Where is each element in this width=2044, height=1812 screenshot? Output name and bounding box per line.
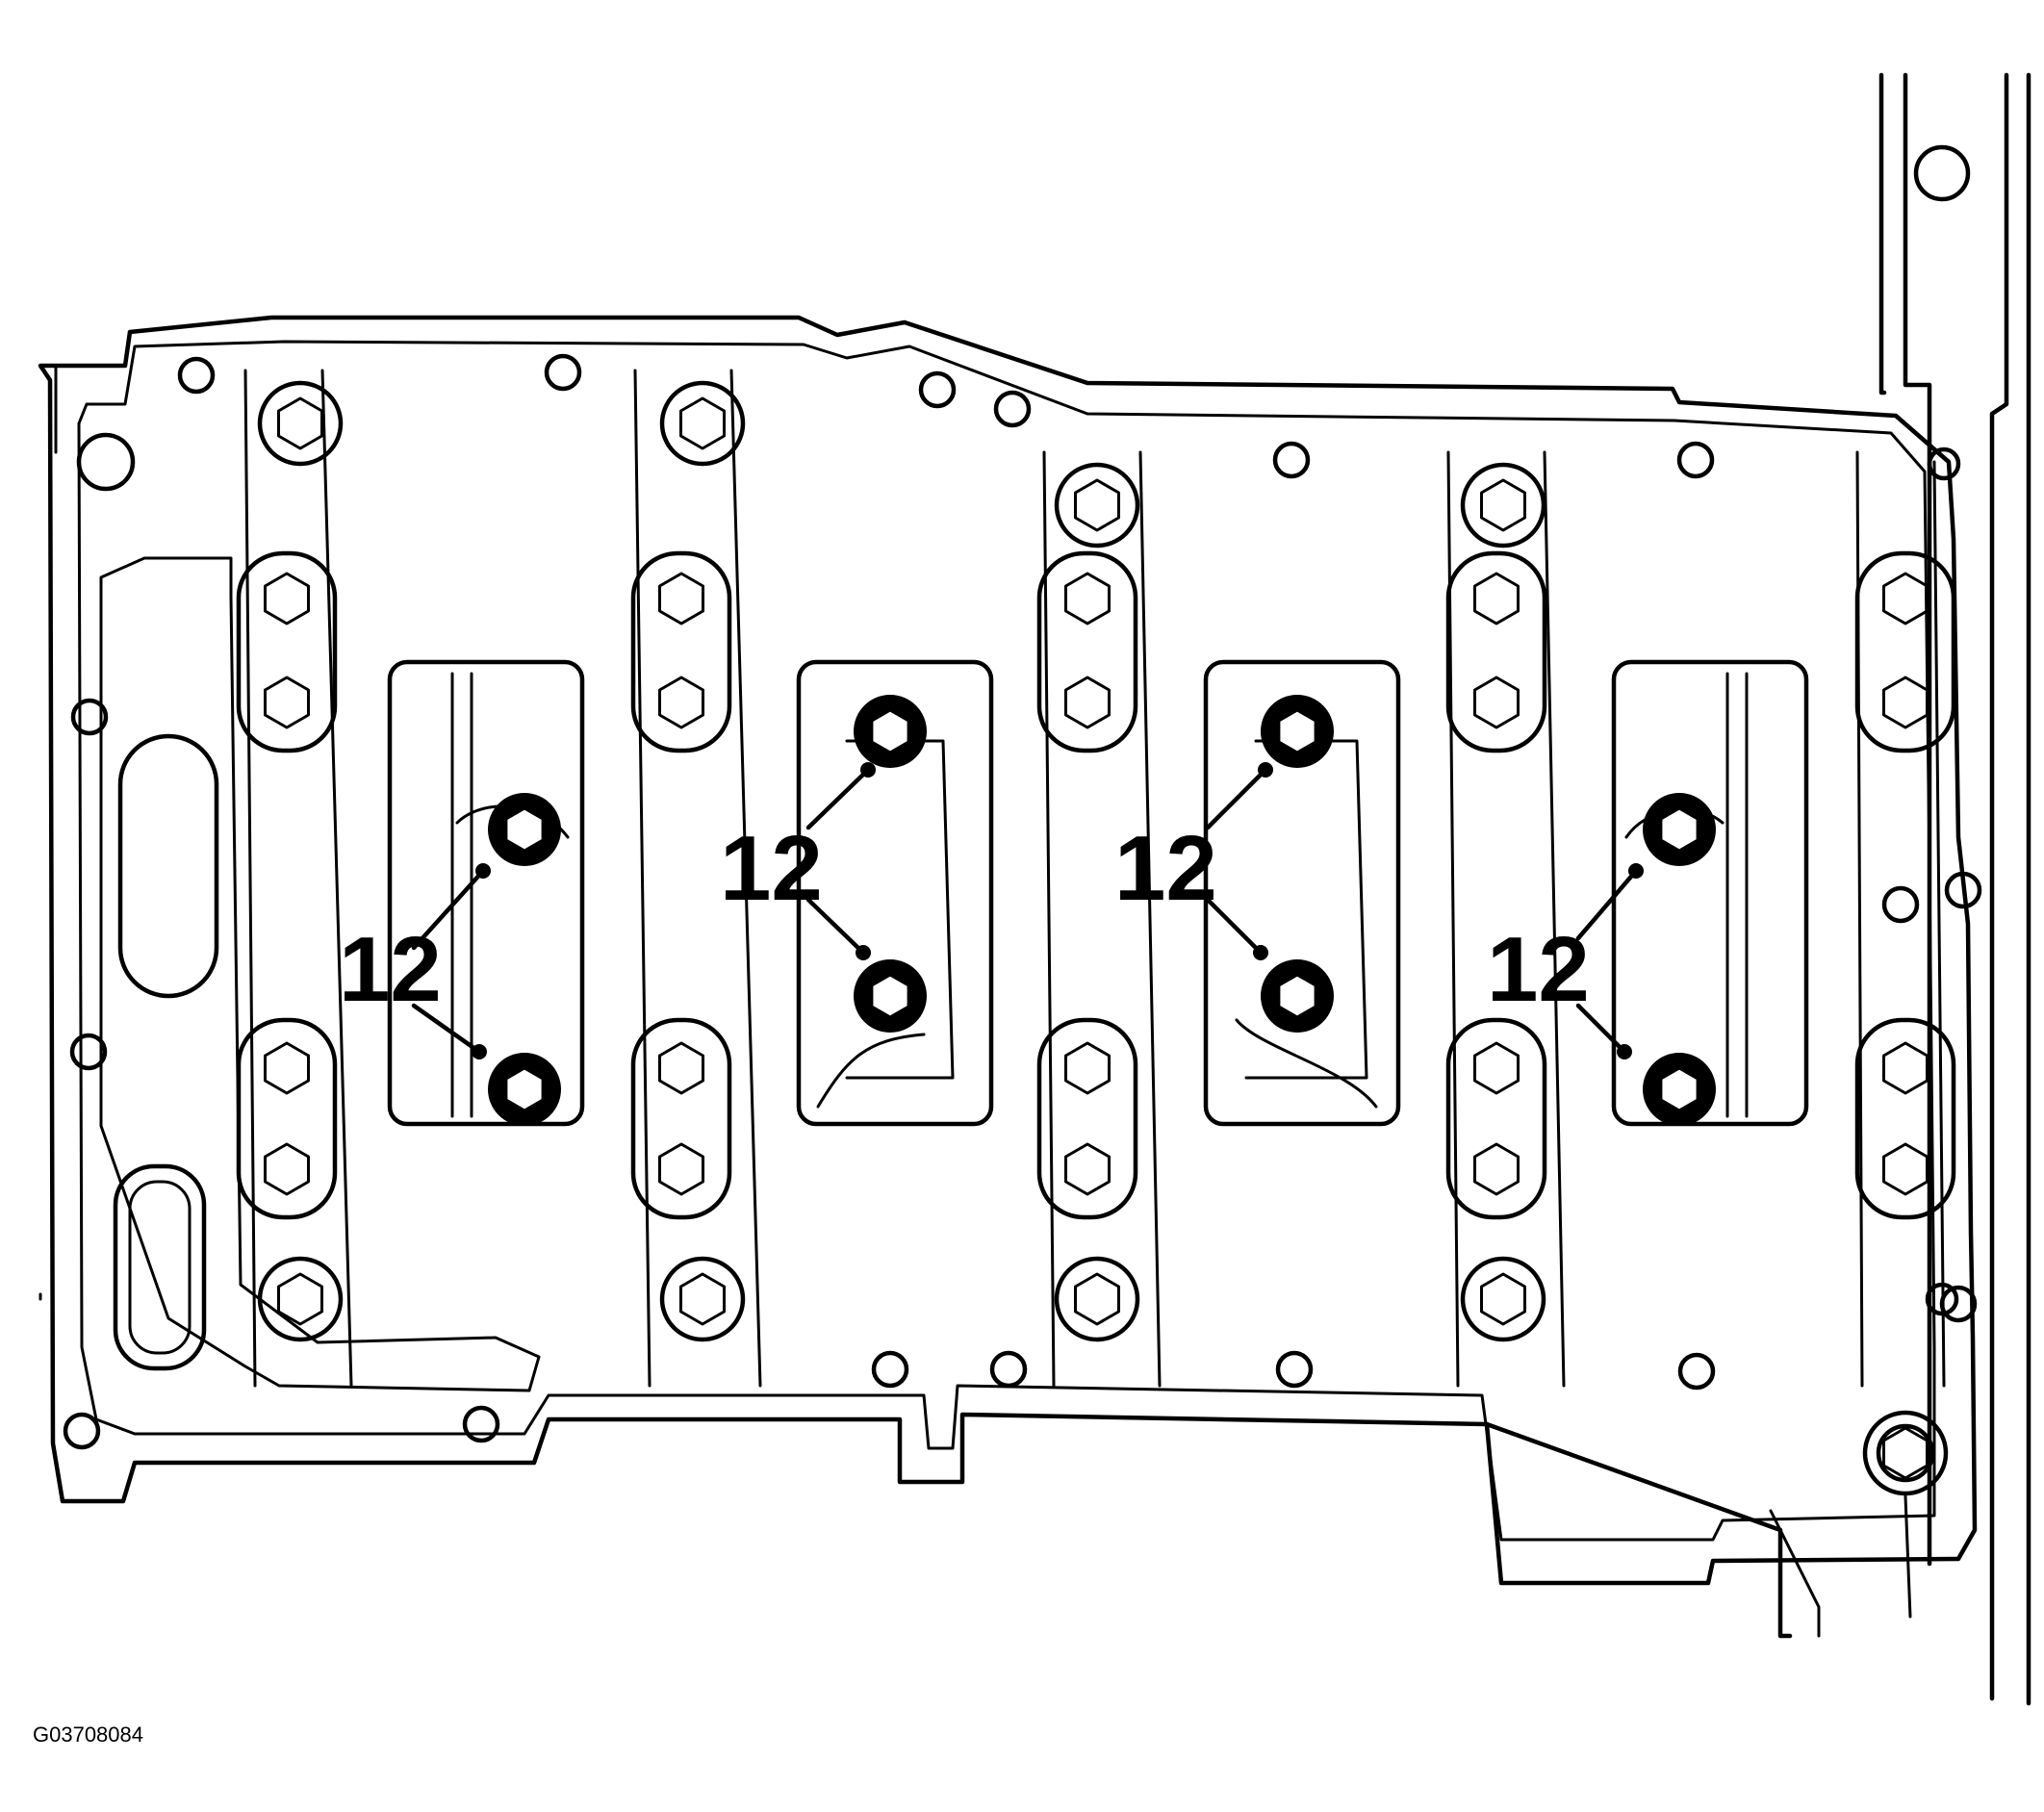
hex-bolt-head <box>264 676 310 729</box>
hex-bolt-head <box>658 1142 704 1196</box>
hex-bolt-head <box>1473 1142 1520 1196</box>
hex-bolt-heads <box>264 396 1929 1480</box>
hex-bolt-head <box>1882 1426 1929 1480</box>
hex-bolt-head <box>1473 572 1520 625</box>
callout-group-3: 12 <box>1114 762 1273 960</box>
hex-bolt-head <box>679 1272 726 1326</box>
hex-bolt-head <box>658 572 704 625</box>
highlighted-bolt-hex <box>504 806 545 853</box>
highlighted-bolt-hex <box>1277 973 1317 1019</box>
callout-label-3: 12 <box>1114 817 1217 920</box>
hex-bolt-head <box>1882 572 1929 625</box>
figure-id: G03708084 <box>33 1723 143 1747</box>
hex-bolt-head <box>658 1041 704 1095</box>
callout-group-2: 12 <box>720 762 876 960</box>
left-oval-ports <box>113 733 219 1371</box>
bearing-ribs <box>243 369 1946 1388</box>
hex-bolt-head <box>277 396 323 450</box>
highlighted-bolt-hex <box>1659 806 1699 853</box>
hex-bolt-head <box>1480 478 1526 532</box>
lower-structure <box>38 1292 1935 1639</box>
hex-bolt-head <box>264 572 310 625</box>
hex-bolt-head <box>1882 1142 1929 1196</box>
highlighted-bolts <box>488 695 1716 1126</box>
highlighted-bolt-hex <box>1659 1066 1699 1112</box>
highlighted-bolt-hex <box>1277 708 1317 754</box>
hex-bolt-head <box>658 676 704 729</box>
callout-group-1: 12 <box>339 863 491 1059</box>
main-cap-bolt-stacks <box>236 380 1956 1496</box>
highlighted-bolt-hex <box>870 708 910 754</box>
callout-label-4: 12 <box>1487 918 1590 1021</box>
hex-bolt-head <box>1064 676 1111 729</box>
hex-bolt-head <box>1064 1041 1111 1095</box>
flange-bolts <box>63 353 1982 1450</box>
hex-bolt-head <box>1473 1041 1520 1095</box>
hex-bolt-head <box>1064 572 1111 625</box>
callout-label-2: 12 <box>720 817 823 920</box>
hex-bolt-head <box>264 1041 310 1095</box>
hex-bolt-head <box>1882 1041 1929 1095</box>
hex-bolt-head <box>1473 676 1520 729</box>
hex-bolt-head <box>1064 1142 1111 1196</box>
highlighted-bolt-hex <box>870 973 910 1019</box>
hex-bolt-head <box>1480 1272 1526 1326</box>
hex-bolt-head <box>679 396 726 450</box>
hex-bolt-head <box>1074 1272 1120 1326</box>
oil-pan-outline <box>38 315 1978 1586</box>
hex-bolt-head <box>1074 478 1120 532</box>
bearing-windows <box>387 659 1809 1127</box>
callout-group-4: 12 <box>1487 863 1644 1059</box>
hex-bolt-head <box>277 1272 323 1326</box>
highlighted-bolt-hex <box>504 1066 545 1112</box>
hex-bolt-head <box>264 1142 310 1196</box>
hex-bolt-head <box>1882 676 1929 729</box>
callout-label-1: 12 <box>339 918 442 1021</box>
